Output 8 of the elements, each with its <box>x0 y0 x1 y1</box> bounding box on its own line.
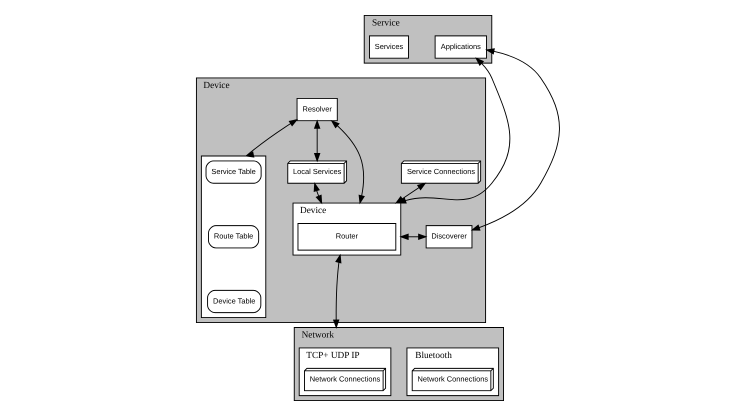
arrow <box>330 120 364 204</box>
cluster <box>200 156 266 318</box>
arrow <box>470 48 560 231</box>
arrow <box>313 182 322 204</box>
arrow <box>313 119 320 162</box>
arrow <box>398 234 427 240</box>
arrow <box>244 118 298 158</box>
arrow <box>332 254 341 329</box>
